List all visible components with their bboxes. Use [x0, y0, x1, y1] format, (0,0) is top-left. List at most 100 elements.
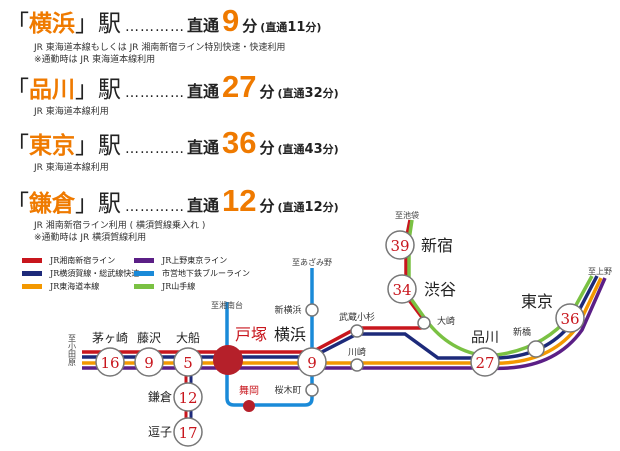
name-osaki: 大崎	[437, 315, 455, 327]
legend-label: JR横須賀線・総武線快速	[50, 269, 140, 278]
legend-item: JR湘南新宿ライン	[22, 255, 202, 266]
route-station: 東京	[29, 133, 75, 159]
minutes-ofuna: 5	[183, 354, 193, 372]
station-tokyo	[555, 303, 585, 333]
peak-time: (直通12分)	[277, 200, 339, 215]
station-kawasaki	[350, 358, 364, 372]
leader-dots: …………	[125, 19, 185, 35]
minor-station-names: 新横浜 桜木町 舞岡 武蔵小杉 川崎 大崎 新橋	[239, 304, 531, 397]
station-musashikosugi	[350, 324, 364, 338]
dir-ueno: 至上野	[588, 267, 612, 276]
eki-label: 駅	[98, 133, 121, 159]
station-chigasaki	[95, 347, 125, 377]
station-totsuka-home	[213, 345, 243, 375]
name-shinjuku: 新宿	[421, 236, 453, 255]
direct-label: 直通	[187, 16, 220, 35]
direct-label: 直通	[187, 196, 220, 215]
leader-dots: …………	[125, 85, 185, 101]
minutes-shinagawa: 27	[475, 354, 494, 372]
dir-azamino: 至あざみ野	[292, 257, 332, 267]
name-totsuka: 戸塚	[235, 325, 267, 344]
eki-label: 駅	[98, 77, 121, 103]
route-note: JR 東海道本線もしくは JR 湘南新宿ライン特別快速・快速利用	[34, 43, 286, 53]
station-kamakura	[173, 382, 203, 412]
station-shinjuku	[385, 230, 415, 260]
minutes-unit: 分	[259, 83, 275, 101]
name-shinagawa: 品川	[471, 330, 499, 346]
station-circles	[95, 230, 585, 447]
legend-label: JR東海道本線	[50, 282, 100, 291]
peak-time: (直通43分)	[277, 142, 339, 157]
legend-label: JR湘南新宿ライン	[50, 256, 116, 265]
legend-label: 市営地下鉄ブルーライン	[162, 269, 250, 278]
name-musashikosugi: 武蔵小杉	[339, 311, 375, 323]
station-yokohama	[297, 347, 327, 377]
name-yokohama: 横浜	[274, 325, 306, 344]
dir-ikebukuro: 至池袋	[395, 210, 419, 220]
minutes-chigasaki: 16	[100, 354, 119, 372]
name-sakuragicho: 桜木町	[274, 384, 301, 396]
minutes-unit: 分	[242, 17, 258, 35]
minutes-shinjuku: 39	[390, 237, 409, 255]
route-minutes: 9	[222, 3, 240, 38]
minutes-fujisawa: 9	[144, 354, 154, 372]
route-minutes: 12	[222, 183, 257, 218]
station-shibuya	[387, 274, 417, 304]
station-osaki	[417, 316, 431, 330]
route-note: ※通勤時は JR 東海道本線利用	[34, 55, 156, 65]
peak-time: (直通11分)	[260, 20, 322, 35]
direction-labels: 至あざみ野 至湘南台 至池袋 至上野 至小田原	[68, 210, 613, 366]
route-station: 鎌倉	[29, 191, 75, 217]
eki-label: 駅	[98, 191, 121, 217]
legend-swatch	[22, 284, 42, 289]
station-shimbashi	[527, 340, 545, 358]
legend-item: JR東海道本線	[22, 281, 202, 292]
legend-label: JR上野東京ライン	[162, 256, 228, 265]
minutes-kamakura: 12	[178, 389, 197, 407]
legend-swatch	[134, 284, 154, 289]
legend-item: JR上野東京ライン	[134, 255, 314, 266]
station-shinagawa	[470, 347, 500, 377]
minutes-tokyo: 36	[560, 310, 579, 328]
name-shimbashi: 新橋	[513, 326, 531, 338]
legend-item: JR山手線	[134, 281, 314, 292]
minutes-unit: 分	[259, 197, 275, 215]
legend-swatch	[22, 271, 42, 276]
route-minutes: 27	[222, 69, 257, 104]
station-zushi	[173, 417, 203, 447]
dir-odawara: 至小田原	[68, 334, 77, 366]
station-names: 茅ヶ崎 藤沢 大船 鎌倉 逗子 横浜 品川 東京 渋谷 新宿 戸塚	[92, 236, 553, 439]
minutes-zushi: 17	[178, 424, 197, 442]
dir-shonandai: 至湘南台	[211, 300, 243, 310]
station-minutes: 16 9 5 12 17 9 27 36 34 39	[100, 237, 579, 442]
leader-dots: …………	[125, 141, 185, 157]
direct-label: 直通	[187, 138, 220, 157]
eki-label: 駅	[98, 11, 121, 37]
minutes-shibuya: 34	[392, 281, 411, 299]
name-kamakura: 鎌倉	[148, 389, 172, 404]
name-shibuya: 渋谷	[424, 280, 456, 299]
legend-item: 市営地下鉄ブルーライン	[134, 268, 314, 279]
legend-swatch	[22, 258, 42, 263]
peak-time: (直通32分)	[277, 86, 339, 101]
name-ofuna: 大船	[176, 331, 200, 345]
route-minutes: 36	[222, 125, 257, 160]
legend-swatch	[134, 271, 154, 276]
name-shinyokohama: 新横浜	[274, 304, 301, 316]
name-tokyo: 東京	[521, 292, 553, 311]
name-maioka: 舞岡	[239, 385, 259, 397]
route-station: 品川	[29, 77, 75, 103]
station-shinyokohama	[305, 303, 319, 317]
legend-label: JR山手線	[162, 282, 196, 291]
route-note: JR 湘南新宿ライン利用 ( 横須賀線乗入れ )	[34, 221, 206, 231]
line-blue	[225, 268, 314, 407]
legend-swatch	[134, 258, 154, 263]
route-note: ※通勤時は JR 横須賀線利用	[34, 233, 147, 243]
station-maioka	[243, 400, 255, 412]
leader-dots: …………	[125, 199, 185, 215]
